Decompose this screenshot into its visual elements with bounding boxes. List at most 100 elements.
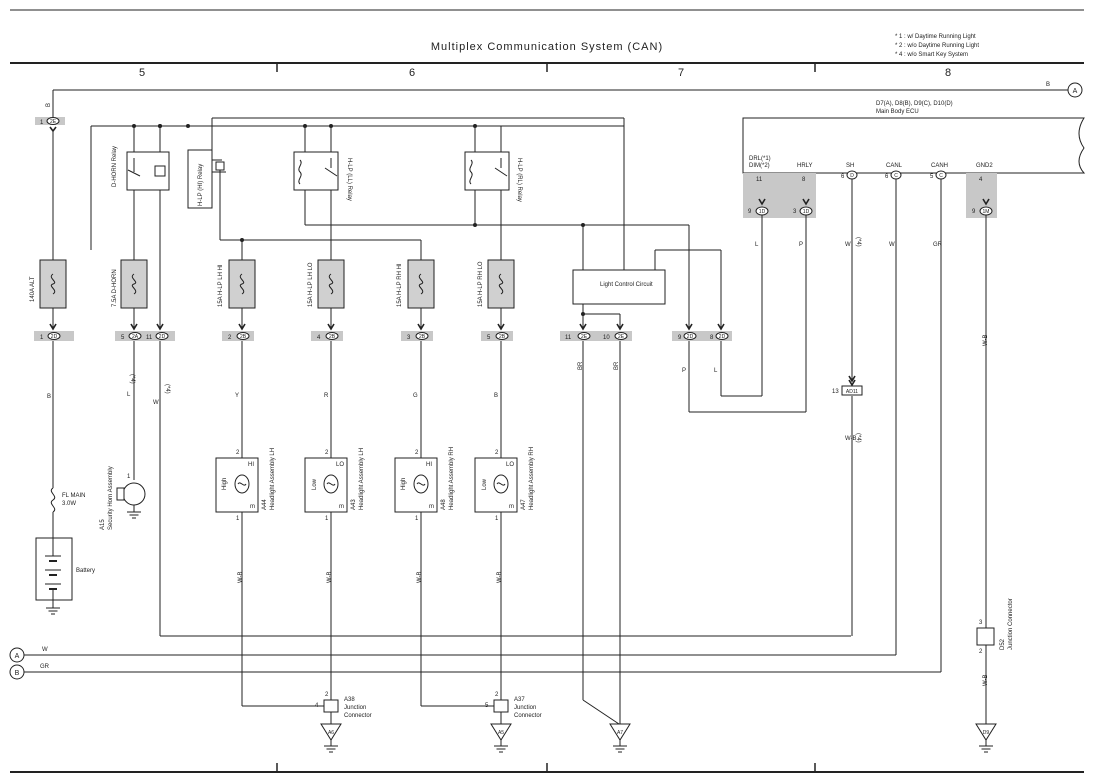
lc-conn-2b-b: 2B xyxy=(329,334,336,340)
svg-text:7.5A D-HORN: 7.5A D-HORN xyxy=(112,269,118,307)
ref-point-a-left xyxy=(9,647,25,663)
wc-wb-3: W-B xyxy=(417,571,423,583)
column-5: 5 xyxy=(139,67,145,79)
ecu-pin-num-canh: 5 xyxy=(930,174,934,180)
svg-text:15A H-LP LH LO: 15A H-LP LH LO xyxy=(308,262,314,307)
svg-text:A6: A6 xyxy=(328,730,334,736)
ad11-connector xyxy=(841,385,863,396)
ecu-pin-label-canh: CANH xyxy=(931,163,948,169)
ecu-conn-1d-b: 1D xyxy=(803,209,810,215)
svg-text:2: 2 xyxy=(325,692,329,698)
ad11-code: AD11 xyxy=(846,389,858,395)
wc-w-3: W xyxy=(889,242,895,248)
wc-b-1: B xyxy=(47,394,51,400)
lc-pin-2: 2 xyxy=(228,335,232,341)
svg-text:A5: A5 xyxy=(498,730,504,736)
ecu-name: D7(A), D8(B), D9(C), D10(D) xyxy=(876,101,953,107)
relay-hlp-rl: H-LP (RL) Relay xyxy=(464,151,522,202)
headlight-a47: Low LO 2 1 m A47 Headlight Assembly RH xyxy=(474,447,535,522)
svg-text:Connector: Connector xyxy=(514,713,542,719)
wire-color-alt-top: B xyxy=(46,103,52,107)
svg-text:A47: A47 xyxy=(521,499,527,510)
svg-text:140A ALT: 140A ALT xyxy=(30,276,36,302)
svg-text:5: 5 xyxy=(485,703,489,709)
svg-text:Battery: Battery xyxy=(76,568,95,574)
wc-gr: GR xyxy=(933,242,943,248)
lc-pin-8: 8 xyxy=(710,335,714,341)
ecu-conn-canl: C xyxy=(894,173,898,179)
fuse-15a-hlp-lh-lo: 15A H-LP LH LO xyxy=(308,259,345,309)
svg-text:2: 2 xyxy=(495,450,499,456)
svg-text:1: 1 xyxy=(236,516,240,522)
ecu-conn-sh: D xyxy=(850,173,854,179)
svg-text:2: 2 xyxy=(415,450,419,456)
wire-color-b-gr: GR xyxy=(40,664,50,670)
svg-text:2: 2 xyxy=(979,649,983,655)
note-4-d: (*4) xyxy=(855,433,861,443)
svg-text:LO: LO xyxy=(506,462,514,468)
lc-conn-2d-a: 2D xyxy=(51,334,58,340)
svg-text:H-LP (LL) Relay: H-LP (LL) Relay xyxy=(346,158,352,201)
lc-conn-2a: 2A xyxy=(132,334,139,340)
headlight-a43: Low LO 2 1 m A43 Headlight Assembly LH xyxy=(304,448,365,522)
ecu-pin-label-gnd2: GND2 xyxy=(976,163,993,169)
ecu-pin-label-canl: CANL xyxy=(886,163,903,169)
wc-p-2: P xyxy=(799,242,803,248)
svg-text:Junction: Junction xyxy=(514,705,536,711)
junction-d52: 3 2 D52 Junction Connector xyxy=(976,598,1014,655)
ecu-pin-num-sh: 6 xyxy=(841,174,845,180)
wc-wb-4: W-B xyxy=(497,571,503,583)
lc-pin-5b: 5 xyxy=(487,335,491,341)
note-4-c: (*4) xyxy=(855,237,861,247)
svg-text:A37: A37 xyxy=(514,697,525,703)
svg-text:m: m xyxy=(429,504,434,510)
svg-text:High: High xyxy=(222,478,228,490)
ecu-conn-1d-a: 1D xyxy=(759,209,766,215)
svg-text:A15: A15 xyxy=(100,519,106,530)
wc-wb-ecu: W-B xyxy=(983,334,989,346)
lc-pin-4: 4 xyxy=(317,335,321,341)
note-2: * 2 : w/o Daytime Running Light xyxy=(895,43,979,49)
lc-conn-2d-d: 2D xyxy=(719,334,726,340)
svg-text:2: 2 xyxy=(236,450,240,456)
wc-r: R xyxy=(324,393,329,399)
wc-l-3: L xyxy=(755,242,759,248)
svg-text:3: 3 xyxy=(979,620,983,626)
ad11-pin: 13 xyxy=(832,389,839,395)
ecu-pin-label-drl: DRL(*1) xyxy=(749,156,771,162)
svg-text:2: 2 xyxy=(325,450,329,456)
svg-text:m: m xyxy=(250,504,255,510)
ref-b-left-label: B xyxy=(15,670,20,677)
svg-text:Security Horn Assembly: Security Horn Assembly xyxy=(108,466,114,530)
wc-br-1: BR xyxy=(578,361,584,370)
svg-text:D52: D52 xyxy=(1000,638,1006,650)
top-conn-pin: 1 xyxy=(40,120,44,126)
lc-conn-2b-d: 2B xyxy=(499,334,506,340)
svg-text:Headlight Assembly RH: Headlight Assembly RH xyxy=(449,447,455,510)
relay-hlp-hi: H-LP (HI) Relay xyxy=(187,149,226,209)
svg-text:1: 1 xyxy=(325,516,329,522)
ecu-sub: Main Body ECU xyxy=(876,109,919,115)
ground-a7: A7 xyxy=(609,723,631,753)
junction-a37: 2 5 A37 Junction Connector xyxy=(485,692,542,719)
svg-text:Headlight Assembly LH: Headlight Assembly LH xyxy=(359,448,365,510)
note-3: * 4 : w/o Smart Key System xyxy=(895,52,968,58)
svg-text:FL MAIN: FL MAIN xyxy=(62,493,85,499)
lc-pin-5: 5 xyxy=(121,335,125,341)
ecu-pin-num-canl: 6 xyxy=(885,174,889,180)
svg-text:Connector: Connector xyxy=(344,713,372,719)
wc-w-ad: W-B xyxy=(845,436,857,442)
svg-text:A43: A43 xyxy=(351,499,357,510)
lc-pin-11: 11 xyxy=(146,335,153,341)
diagram-title: Multiplex Communication System (CAN) xyxy=(431,41,663,53)
ref-point-b-left xyxy=(9,664,25,680)
wc-b-2: B xyxy=(494,393,498,399)
svg-text:m: m xyxy=(339,504,344,510)
wc-l-1: L xyxy=(127,392,131,398)
svg-text:A7: A7 xyxy=(617,730,623,736)
light-control-circuit xyxy=(572,269,666,305)
ecu-conn-pin-9b: 9 xyxy=(972,209,976,215)
top-conn-code: 2E xyxy=(50,119,57,125)
ground-a6: A6 xyxy=(320,723,342,753)
